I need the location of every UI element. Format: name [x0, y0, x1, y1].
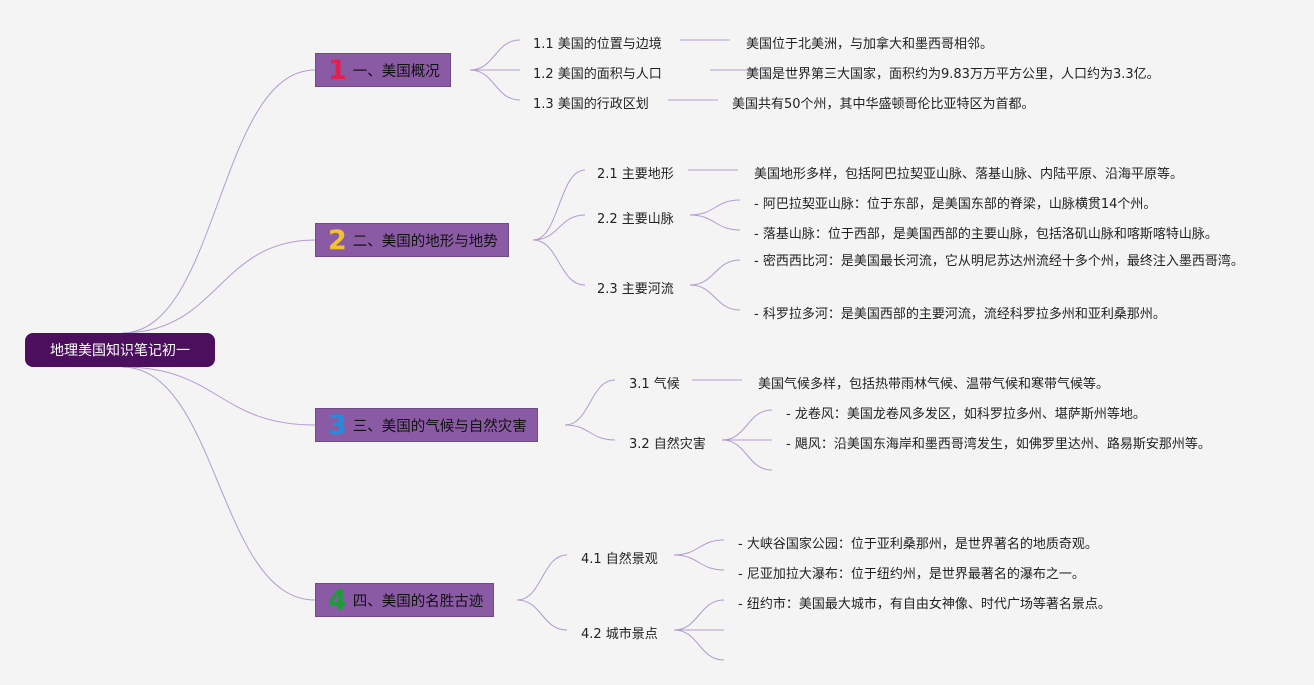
connector: [689, 199, 741, 216]
connector: [564, 379, 616, 426]
connector: [532, 239, 586, 286]
section-4[interactable]: 4 四、美国的名胜古迹: [315, 583, 495, 617]
subtopic-1-2[interactable]: 1.2 美国的面积与人口: [533, 67, 662, 82]
leaf-3-1-1[interactable]: 美国气候多样，包括热带雨林气候、温带气候和寒带气候等。: [758, 377, 1110, 392]
connector: [689, 214, 741, 231]
leaf-4-1-2[interactable]: - 尼亚加拉大瀑布：位于纽约州，是世界最著名的瀑布之一。: [738, 567, 1085, 582]
section-number: 4: [328, 584, 347, 616]
section-label: 三、美国的气候与自然灾害: [352, 418, 527, 435]
leaf-1-1-1[interactable]: 美国位于北美洲，与加拿大和墨西哥相邻。: [746, 37, 994, 52]
section-3[interactable]: 3 三、美国的气候与自然灾害: [315, 408, 538, 442]
subtopic-4-1[interactable]: 4.1 自然景观: [581, 552, 658, 567]
leaf-3-2-2[interactable]: - 飓风：沿美国东海岸和墨西哥湾发生，如佛罗里达州、路易斯安那州等。: [786, 437, 1211, 452]
connector: [689, 259, 741, 286]
section-2[interactable]: 2 二、美国的地形与地势: [315, 223, 509, 257]
section-label: 四、美国的名胜古迹: [352, 593, 484, 610]
leaf-2-3-1[interactable]: - 密西西比河：是美国最长河流，它从明尼苏达州流经十多个州，最终注入墨西哥湾。: [754, 254, 1244, 269]
connector: [689, 284, 741, 311]
connector: [516, 554, 568, 601]
connector: [721, 409, 773, 441]
subtopic-4-2[interactable]: 4.2 城市景点: [581, 627, 658, 642]
connector: [673, 554, 725, 571]
section-number: 3: [328, 409, 347, 441]
leaf-2-3-2[interactable]: - 科罗拉多河：是美国西部的主要河流，流经科罗拉多州和亚利桑那州。: [754, 307, 1166, 322]
root-label: 地理美国知识笔记初一: [50, 343, 190, 359]
section-number: 1: [328, 54, 347, 86]
leaf-2-2-1[interactable]: - 阿巴拉契亚山脉：位于东部，是美国东部的脊梁，山脉横贯14个州。: [754, 197, 1157, 212]
connector: [516, 599, 568, 631]
connector: [673, 599, 725, 631]
connector: [469, 39, 521, 71]
subtopic-2-1[interactable]: 2.1 主要地形: [597, 167, 674, 182]
leaf-4-1-1[interactable]: - 大峡谷国家公园：位于亚利桑那州，是世界著名的地质奇观。: [738, 537, 1098, 552]
connector-root-3: [121, 366, 316, 426]
subtopic-3-1[interactable]: 3.1 气候: [629, 377, 680, 392]
section-label: 二、美国的地形与地势: [352, 233, 498, 250]
section-label: 一、美国概况: [352, 63, 440, 80]
subtopic-2-2[interactable]: 2.2 主要山脉: [597, 212, 674, 227]
subtopic-2-3[interactable]: 2.3 主要河流: [597, 282, 674, 297]
leaf-1-2-1[interactable]: 美国是世界第三大国家，面积约为9.83万万平方公里，人口约为3.3亿。: [746, 67, 1160, 82]
leaf-1-3-1[interactable]: 美国共有50个州，其中华盛顿哥伦比亚特区为首都。: [732, 97, 1035, 112]
connector: [564, 424, 616, 441]
connector-root-1: [121, 69, 316, 334]
leaf-3-2-1[interactable]: - 龙卷风：美国龙卷风多发区，如科罗拉多州、堪萨斯州等地。: [786, 407, 1146, 422]
subtopic-3-2[interactable]: 3.2 自然灾害: [629, 437, 706, 452]
connector: [532, 214, 586, 241]
section-number: 2: [328, 224, 347, 256]
subtopic-1-3[interactable]: 1.3 美国的行政区划: [533, 97, 649, 112]
connector-root-4: [121, 366, 316, 601]
leaf-2-2-2[interactable]: - 落基山脉：位于西部，是美国西部的主要山脉，包括洛矶山脉和喀斯喀特山脉。: [754, 227, 1218, 242]
section-1[interactable]: 1 一、美国概况: [315, 53, 451, 87]
root-topic[interactable]: 地理美国知识笔记初一: [25, 333, 215, 367]
connector-root-2: [121, 239, 316, 334]
subtopic-1-1[interactable]: 1.1 美国的位置与边境: [533, 37, 662, 52]
leaf-4-2-1[interactable]: - 纽约市：美国最大城市，有自由女神像、时代广场等著名景点。: [738, 597, 1111, 612]
connector: [673, 539, 725, 556]
leaf-2-1-1[interactable]: 美国地形多样，包括阿巴拉契亚山脉、落基山脉、内陆平原、沿海平原等。: [754, 167, 1184, 182]
connector: [532, 169, 586, 241]
connector: [673, 629, 725, 661]
connector: [469, 69, 521, 101]
connector: [721, 439, 773, 471]
